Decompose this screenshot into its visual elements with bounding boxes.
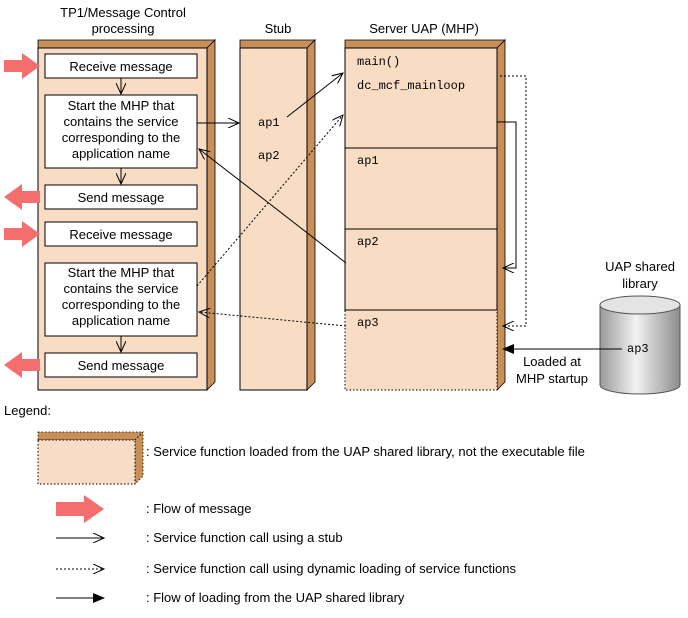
stub-return-arrow (199, 149, 347, 264)
dynamic-return-arrow (199, 312, 347, 327)
start-mhp-2-line1: Start the MHP that (68, 265, 175, 280)
send-message-box-2: Send message (44, 352, 198, 378)
start-mhp-box-2: Start the MHP that contains the service … (44, 262, 198, 337)
server-ap3-dotted-segment (344, 309, 498, 391)
start-mhp-2-line2: contains the service (64, 281, 179, 296)
server-uap-column: main() dc_mcf_mainloop ap1 ap2 ap3 (344, 39, 506, 391)
tp1-title-line1: TP1/Message Control (60, 5, 186, 20)
start-mhp-1-line2: contains the service (64, 114, 179, 129)
start-mhp-1-line4: application name (72, 146, 170, 161)
tp1-column (37, 39, 216, 391)
send-message-label-2: Send message (78, 358, 165, 373)
stub-ap2-label: ap2 (258, 149, 280, 163)
server-ap3-label: ap3 (357, 316, 379, 330)
shared-library-ap3-label: ap3 (627, 342, 649, 356)
loaded-at-label-line1: Loaded at (523, 354, 581, 369)
shared-library-title-line2: library (622, 276, 658, 291)
start-mhp-1-line3: corresponding to the (62, 130, 181, 145)
legend-message-flow-arrow (56, 495, 104, 523)
receive-message-box-2: Receive message (44, 221, 198, 247)
receive-message-label-1: Receive message (69, 59, 172, 74)
legend-dotted-box-text: : Service function loaded from the UAP s… (146, 444, 585, 459)
mainloop-to-ap2-arrow (497, 121, 517, 268)
mainloop-to-ap3-dynamic-arrow (500, 75, 527, 326)
stub-column: ap1 ap2 (239, 39, 316, 391)
start-mhp-2-line3: corresponding to the (62, 297, 181, 312)
legend-title: Legend: (4, 403, 51, 418)
message-flow-out-arrow-2 (4, 352, 40, 378)
send-message-box-1: Send message (44, 184, 198, 210)
legend-dotted-box-sample (37, 431, 144, 485)
stub-title: Stub (265, 21, 292, 36)
legend-stub-call-text: : Service function call using a stub (146, 530, 343, 545)
server-title: Server UAP (MHP) (369, 21, 479, 36)
message-flow-out-arrow-1 (4, 184, 40, 210)
start-mhp-2-line4: application name (72, 313, 170, 328)
server-main-label: main() (357, 55, 400, 69)
legend-flow-message-text: : Flow of message (146, 501, 252, 516)
tp1-title-line2: processing (92, 21, 155, 36)
receive-message-box-1: Receive message (44, 53, 198, 79)
start-mhp-1-line1: Start the MHP that (68, 98, 175, 113)
server-mainloop-label: dc_mcf_mainloop (357, 79, 465, 93)
dynamic-call-arrow-to-main (196, 115, 343, 287)
message-flow-in-arrow-1 (4, 53, 40, 79)
send-message-label-1: Send message (78, 190, 165, 205)
legend-dynamic-call-text: : Service function call using dynamic lo… (146, 561, 516, 576)
loaded-at-label-line2: MHP startup (516, 371, 588, 386)
stub-ap1-label: ap1 (258, 116, 280, 130)
receive-message-label-2: Receive message (69, 227, 172, 242)
shared-library-title-line1: UAP shared (605, 259, 675, 274)
server-ap1-label: ap1 (357, 154, 379, 168)
shared-library-cylinder-icon (599, 295, 681, 395)
stub-call-arrow-to-main (286, 73, 343, 118)
start-mhp-box-1: Start the MHP that contains the service … (44, 94, 198, 169)
message-flow-in-arrow-2 (4, 221, 40, 247)
server-ap2-label: ap2 (357, 235, 379, 249)
legend-loading-flow-text: : Flow of loading from the UAP shared li… (146, 590, 405, 605)
